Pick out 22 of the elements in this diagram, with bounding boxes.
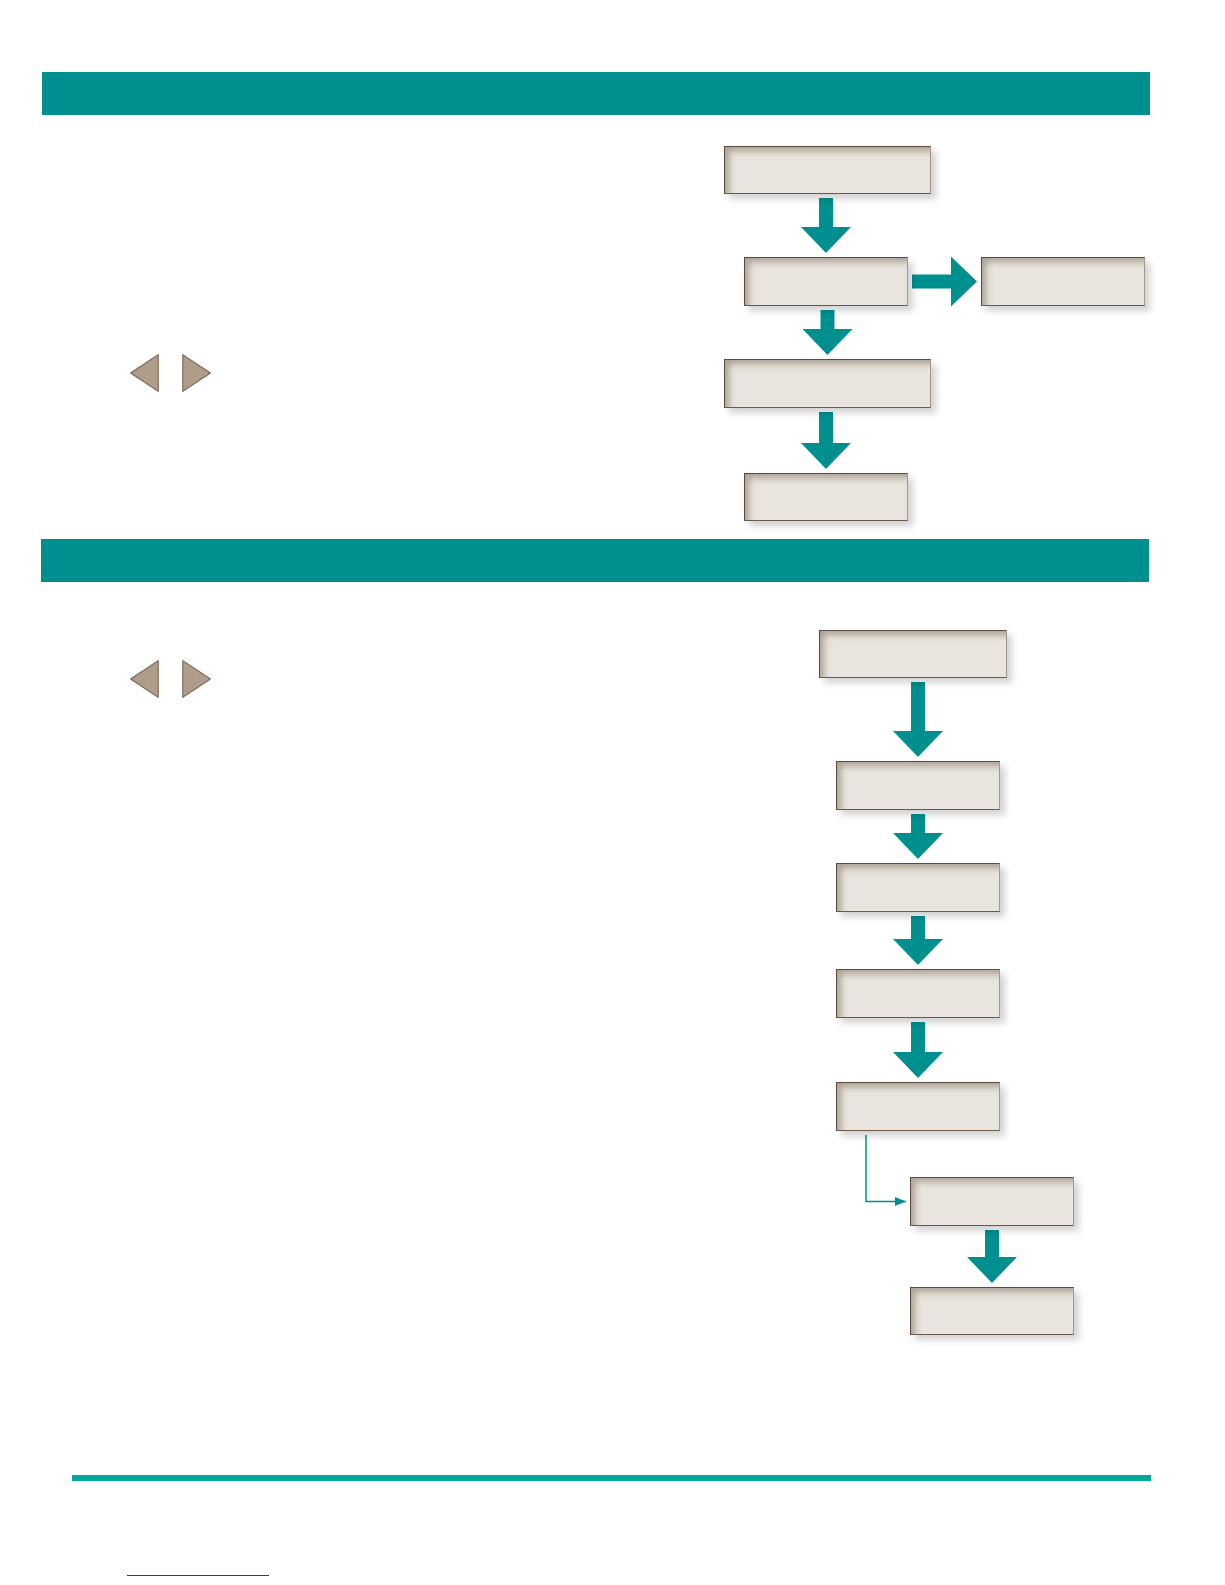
arrow: [893, 814, 943, 859]
process-box: [744, 257, 908, 306]
process-box: [744, 473, 908, 521]
arrow: [893, 916, 943, 965]
process-box: [981, 257, 1145, 306]
process-box: [724, 146, 931, 194]
process-box: [836, 1082, 1000, 1131]
arrow: [893, 682, 943, 757]
connector-arrow: [865, 1134, 907, 1206]
process-box: [836, 761, 1000, 810]
process-box: [910, 1287, 1074, 1335]
process-box: [836, 969, 1000, 1018]
process-box: [724, 359, 931, 408]
process-box: [836, 863, 1000, 912]
arrow: [893, 1022, 943, 1078]
arrow: [912, 256, 977, 307]
arrow: [967, 1230, 1017, 1283]
arrow: [801, 198, 851, 253]
process-box: [910, 1177, 1074, 1226]
process-box: [819, 630, 1007, 678]
arrow: [801, 412, 851, 469]
arrow: [802, 310, 853, 355]
